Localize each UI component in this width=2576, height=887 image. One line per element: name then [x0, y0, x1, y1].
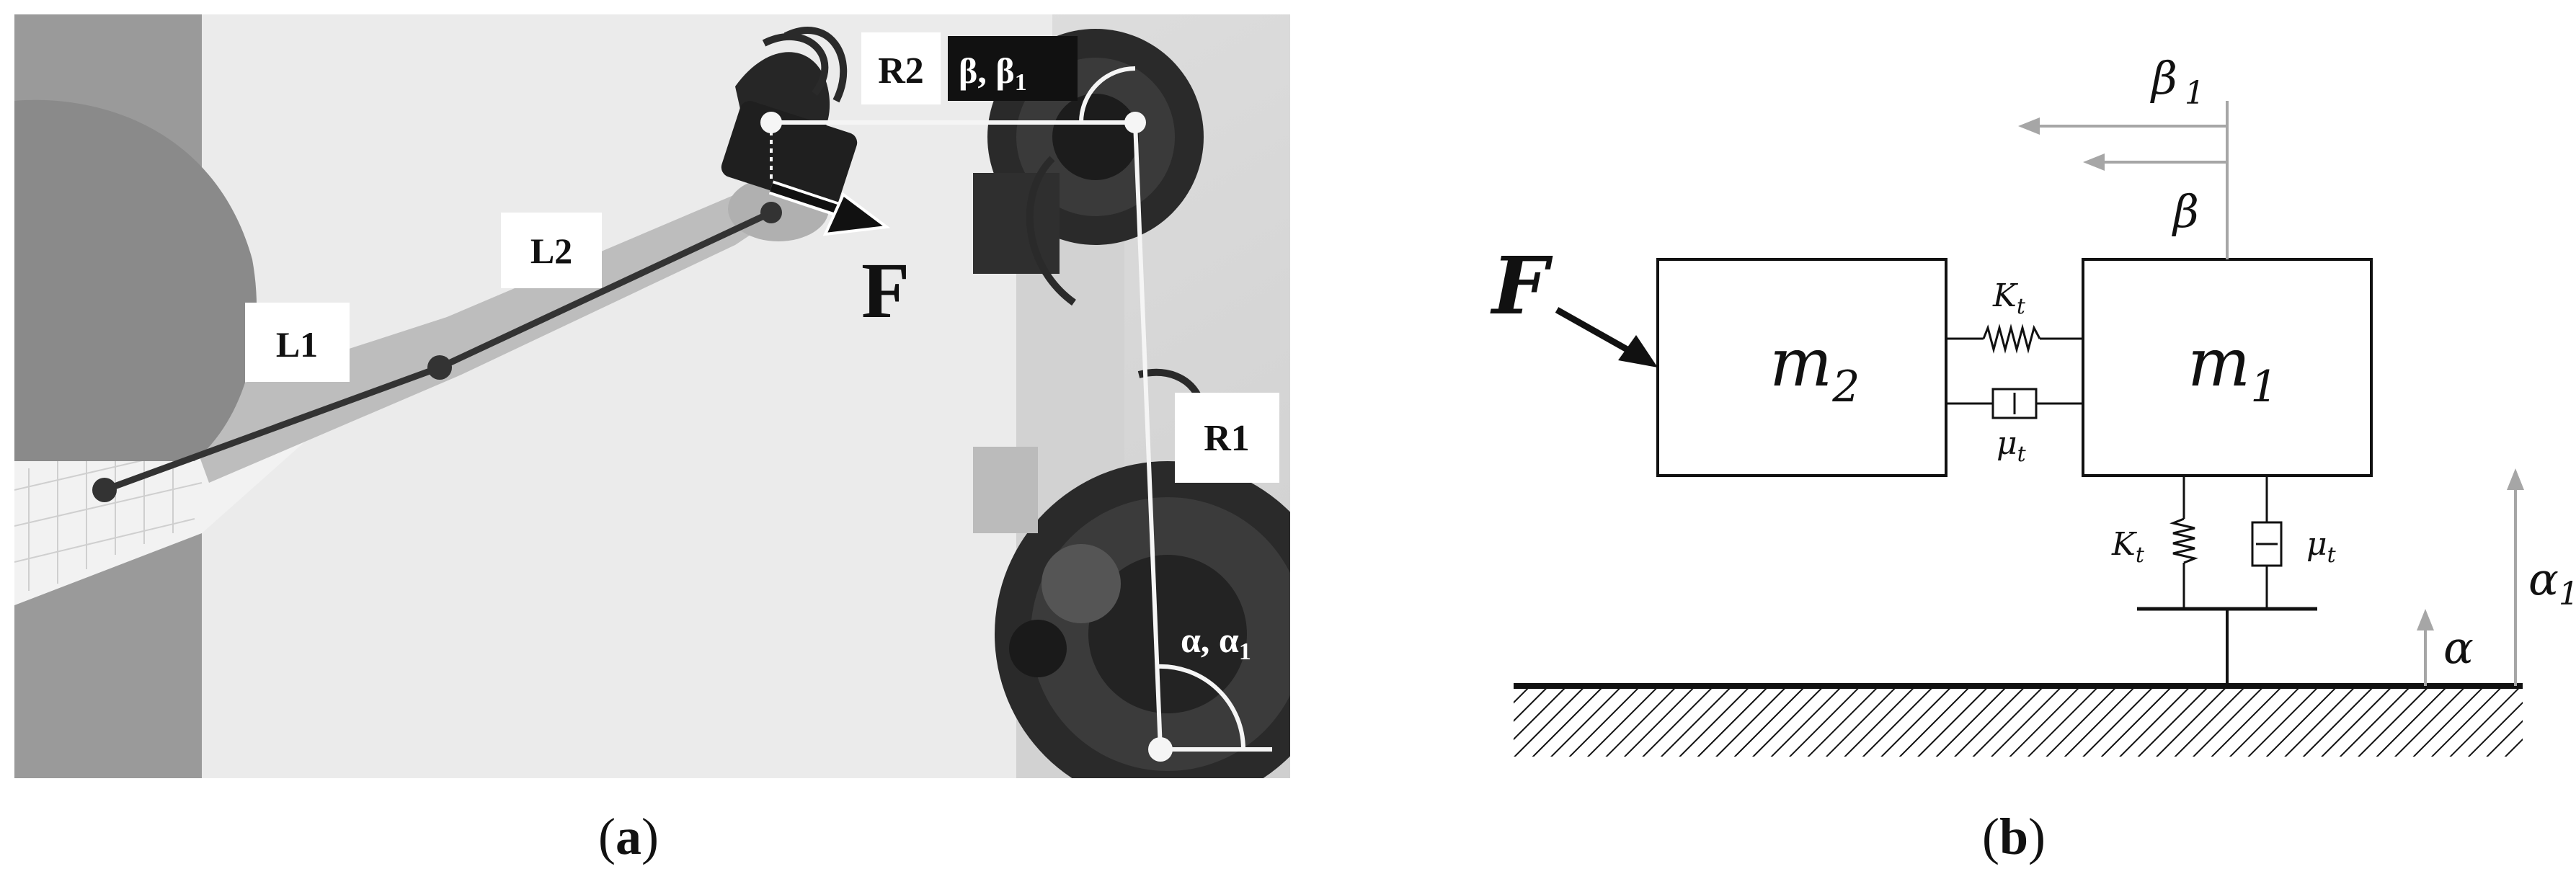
joint-wrist	[760, 202, 782, 223]
alpha1-arrow	[2507, 468, 2524, 686]
alpha-alpha1-label: α, α1	[1181, 620, 1251, 665]
damper-horizontal	[1946, 388, 2083, 419]
beta-label: β	[2172, 185, 2199, 238]
caption-a: (a)	[598, 808, 659, 865]
alpha-angle-arc	[1156, 664, 1246, 750]
force-label-b: F	[1490, 239, 1553, 332]
link-l1-line	[103, 364, 441, 494]
robot-joint-bottom	[973, 447, 1290, 778]
alpha-arrow	[2417, 609, 2434, 686]
handle-attachment	[721, 101, 858, 209]
r2-label: R2	[878, 50, 924, 92]
l2-label-box	[501, 213, 602, 288]
face-blur	[14, 99, 257, 461]
panel-a-photo: F R2 β, β1 L2 L1 R1 α, α1	[14, 14, 1290, 778]
panel-b-model: m2 m1 Kt μt Kt μt F	[1490, 52, 2576, 757]
damper-vertical	[2251, 476, 2283, 609]
joint-end-effector	[760, 112, 782, 133]
joint-shoulder	[92, 478, 117, 502]
mass-m1-box	[2082, 258, 2373, 477]
spring-horizontal	[1946, 324, 2083, 354]
force-arrow-b	[1555, 307, 1658, 367]
damper-bottom-label: μt	[2306, 526, 2337, 568]
mass-m1-label: m1	[2188, 324, 2278, 412]
l1-label-box	[245, 303, 350, 382]
link-r1-line	[1133, 122, 1163, 750]
damper-top-label: μt	[1997, 425, 2027, 467]
r1-label-box	[1175, 393, 1279, 483]
joint-elbow-human	[427, 355, 452, 380]
l1-label: L1	[276, 324, 318, 365]
spring-top-label: Kt	[1992, 277, 2026, 319]
beta-label-box	[948, 36, 1078, 101]
r1-label: R1	[1204, 418, 1250, 459]
link-l2-line	[438, 209, 773, 371]
spring-vertical	[2169, 476, 2198, 609]
r2-label-box	[861, 32, 941, 104]
alpha1-label: α1	[2528, 553, 2576, 612]
force-label: F	[861, 246, 910, 334]
beta-angle-arc	[1079, 66, 1136, 123]
beta-beta1-label: β, β1	[959, 50, 1027, 96]
l2-label: L2	[530, 231, 572, 271]
spring-bottom-label: Kt	[2111, 526, 2145, 568]
mass-m2-box	[1656, 258, 1947, 477]
ground-hatching	[1514, 688, 2523, 757]
alpha-label: α	[2443, 621, 2474, 674]
force-arrow	[768, 180, 891, 236]
beta1-arrow	[2018, 117, 2227, 135]
beta-arrow	[2083, 153, 2227, 171]
mass-m2-label: m2	[1769, 324, 1860, 412]
joint-elbow-robot	[1124, 112, 1146, 133]
caption-b: (b)	[1982, 808, 2046, 865]
